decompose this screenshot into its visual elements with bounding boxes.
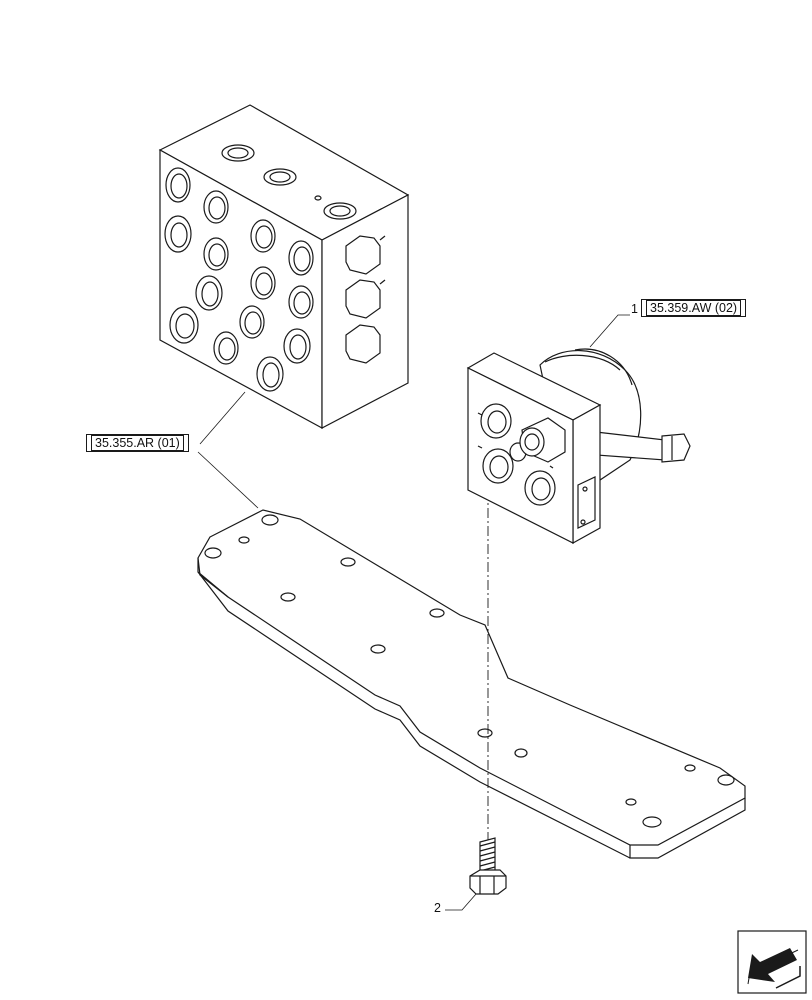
item1-reference-text: 35.359.AW (02) bbox=[646, 300, 742, 316]
valve-reference-text: 35.355.AR (01) bbox=[91, 435, 184, 451]
item1-leader bbox=[589, 314, 630, 348]
valve-leader bbox=[199, 391, 246, 445]
item2-number: 2 bbox=[434, 901, 441, 915]
pilot-valve bbox=[466, 348, 691, 545]
item1-reference[interactable]: 35.359.AW (02) bbox=[641, 299, 747, 317]
bolt bbox=[469, 837, 507, 895]
valve-block bbox=[158, 104, 410, 430]
valve-ports bbox=[164, 167, 314, 392]
arrow-icon[interactable] bbox=[737, 930, 807, 994]
item1-number: 1 bbox=[631, 302, 638, 316]
valve-plugs bbox=[345, 235, 386, 364]
item2-leader bbox=[445, 893, 477, 911]
mounting-bracket bbox=[197, 509, 746, 859]
valve-reference[interactable]: 35.355.AR (01) bbox=[86, 434, 189, 452]
bracket-leader bbox=[197, 451, 259, 509]
